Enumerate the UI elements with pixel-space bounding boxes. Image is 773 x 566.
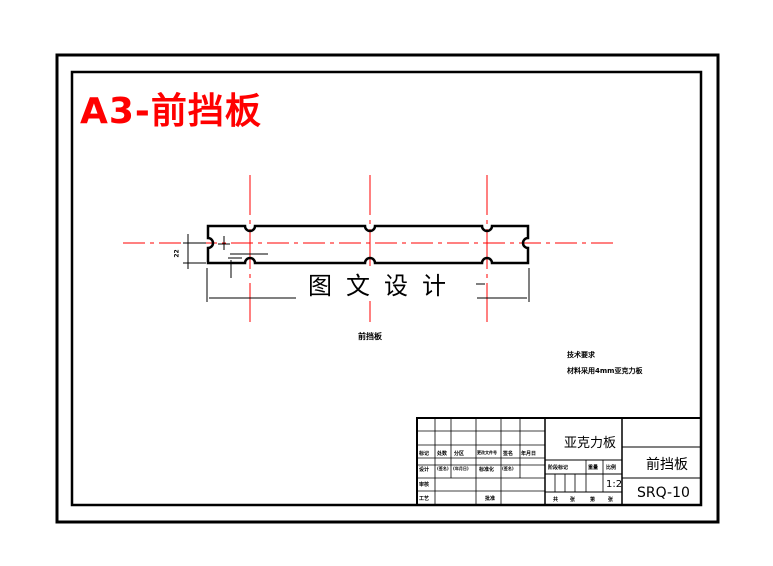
sheet-unit-2: 张 <box>608 497 614 503</box>
watermark: 图文设计 <box>300 266 468 301</box>
outer-border <box>55 53 720 524</box>
row-design: 设计 <box>419 467 430 473</box>
part-name: 前挡板 <box>646 457 688 473</box>
inner-border <box>70 70 703 507</box>
sheet-unit: 张 <box>570 497 576 503</box>
header-mark: 标记 <box>419 451 430 457</box>
notes-line: 材料采用4mm亚克力板 <box>567 367 643 375</box>
scale-label: 比例 <box>606 465 617 471</box>
process-label: 工艺 <box>419 496 430 502</box>
row-date: (年月日) <box>453 466 469 471</box>
material-label: 亚克力板 <box>564 436 617 451</box>
sheet-number: 第 <box>590 497 596 503</box>
header-change-doc: 更改文件号 <box>477 450 497 455</box>
view-label: 前挡板 <box>358 332 382 341</box>
dimension-label: 22 <box>173 249 181 258</box>
notes-heading: 技术要求 <box>567 351 595 359</box>
review-label: 审核 <box>419 482 430 488</box>
header-fenQu: 分区 <box>454 451 465 457</box>
scale-value: 1:2 <box>606 479 623 490</box>
drawing-title: A3-前挡板 <box>80 91 262 132</box>
sheet-total: 共 <box>553 497 559 503</box>
title-block <box>416 417 702 506</box>
header-chuShu: 处数 <box>437 451 448 457</box>
weight-label: 重量 <box>588 465 599 471</box>
row-sign-2: (签名) <box>502 466 514 471</box>
stage-mark: 阶段标记 <box>548 465 569 471</box>
row-standard: 标准化 <box>479 467 495 473</box>
row-sign: (签名) <box>437 466 449 471</box>
front-plate-outline <box>206 224 530 265</box>
header-date: 年月日 <box>521 451 537 457</box>
drawing-number: SRQ-10 <box>637 485 690 501</box>
header-signature: 签名 <box>503 451 514 457</box>
approve-label: 批准 <box>485 496 496 502</box>
dimension-lines <box>183 234 530 302</box>
